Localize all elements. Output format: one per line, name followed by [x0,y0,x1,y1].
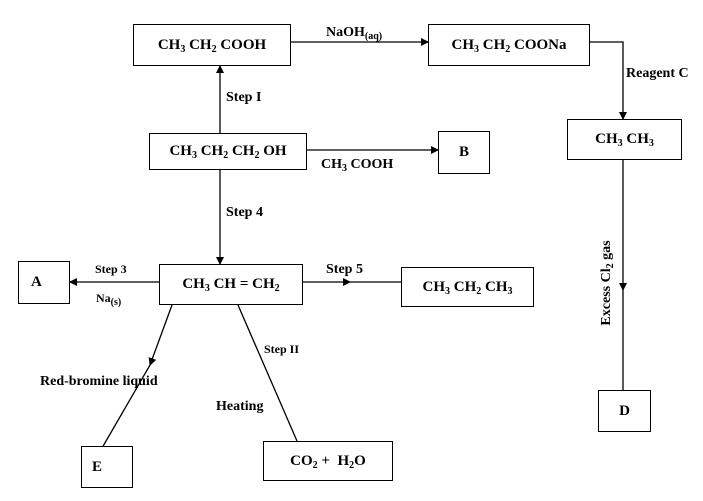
excess-cl2-label: Excess Cl2 gas [599,240,616,326]
step-i-label: Step I [226,90,262,105]
propane-text: CH3 CH2 CH3 [422,278,513,297]
product-d-text: D [619,402,630,419]
sodium-label: Na(s) [96,291,122,308]
product-a-box: A [18,261,70,304]
product-e-text: E [92,458,103,475]
step-4-label: Step 4 [226,205,263,220]
arrow-bromine [148,304,173,366]
propanol-box: CH3 CH2 CH2 OH [149,133,307,170]
reagent-c-label: Reagent C [626,66,689,81]
acetic-acid-label: CH3 COOH [321,157,394,174]
ethane-text: CH3 CH3 [595,131,654,149]
sodium-propanoate-box: CH3 CH2 COONa [428,24,590,66]
product-b-text: B [458,144,469,160]
step-ii-label: Step II [264,342,300,356]
propanoic-acid-box: CH3 CH2 COOH [133,24,291,66]
propanol-text: CH3 CH2 CH2 OH [169,143,287,161]
step-3-label: Step 3 [95,262,127,276]
product-d-box: D [598,390,651,432]
step-5-label: Step 5 [326,262,363,277]
combustion-products-box: CO2 + H2O [263,441,393,481]
product-b-box: B [438,131,490,174]
product-a-text: A [31,274,42,290]
naoh-label: NaOH(aq) [326,25,383,42]
line-step-ii [237,304,298,442]
sodium-propanoate-text: CH3 CH2 COONa [451,36,567,55]
propene-text: CH3 CH = CH2 [182,276,280,294]
line-bromine-lower [101,364,151,449]
propane-box: CH3 CH2 CH3 [401,267,534,307]
combustion-products-text: CO2 + H2O [290,452,366,471]
product-e-box: E [81,446,133,488]
red-bromine-label: Red-bromine liquid [40,374,158,389]
heating-label: Heating [216,399,264,414]
ethane-box: CH3 CH3 [567,119,682,160]
propene-box: CH3 CH = CH2 [159,264,303,305]
arrow-reagent-c [590,41,627,120]
propanoic-acid-text: CH3 CH2 COOH [157,36,267,55]
